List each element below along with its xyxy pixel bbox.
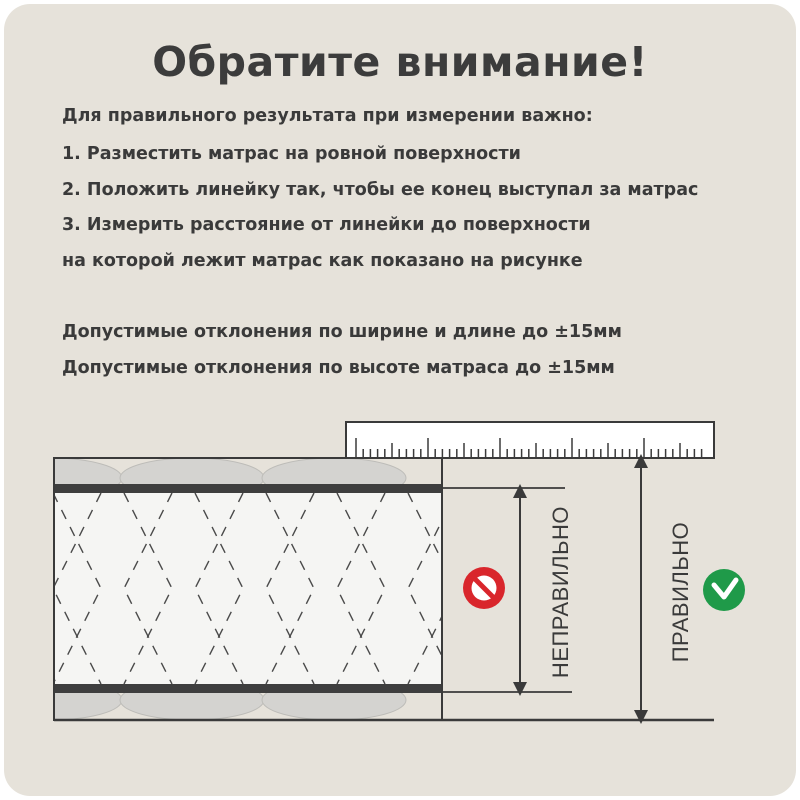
step-2: 2. Положить линейку так, чтобы ее конец … — [62, 180, 699, 200]
tolerance-width-length: Допустимые отклонения по ширине и длине … — [62, 322, 622, 342]
quilt-stitch — [123, 492, 173, 685]
prohibited-icon — [463, 567, 505, 609]
quilt-stitch — [0, 493, 30, 684]
mattress-quilted-body — [54, 488, 442, 686]
quilt-stitch — [407, 519, 442, 658]
mattress-top-band — [54, 484, 442, 493]
quilt-stitch — [0, 493, 30, 684]
quilt-stitch — [336, 492, 386, 685]
right-label: ПРАВИЛЬНО — [668, 522, 693, 663]
step-3-continued: на которой лежит матрас как показано на … — [62, 251, 583, 271]
quilt-stitch — [54, 493, 102, 684]
quilt-stitch — [336, 492, 386, 685]
quilt-stitch — [407, 492, 442, 685]
quilt-stitch — [194, 492, 244, 685]
quilt-stitch — [54, 492, 102, 685]
step-3: 3. Измерить расстояние от линейки до пов… — [62, 215, 591, 235]
checkmark-icon — [703, 569, 745, 611]
quilt-stitch — [265, 492, 315, 685]
ruler — [345, 421, 715, 459]
tolerance-height: Допустимые отклонения по высоте матраса … — [62, 358, 615, 378]
quilting-pattern — [0, 492, 442, 685]
page-title: Обратите внимание! — [152, 38, 648, 86]
wrong-label: НЕПРАВИЛЬНО — [548, 506, 573, 678]
step-1: 1. Разместить матрас на ровной поверхнос… — [62, 144, 521, 164]
quilt-stitch — [123, 492, 173, 685]
intro-text: Для правильного результата при измерении… — [62, 106, 593, 126]
quilt-stitch — [194, 492, 244, 685]
wrong-measurement — [442, 484, 572, 696]
mattress-bottom-band — [54, 684, 442, 693]
mattress — [0, 458, 442, 720]
quilt-stitch — [265, 492, 315, 685]
